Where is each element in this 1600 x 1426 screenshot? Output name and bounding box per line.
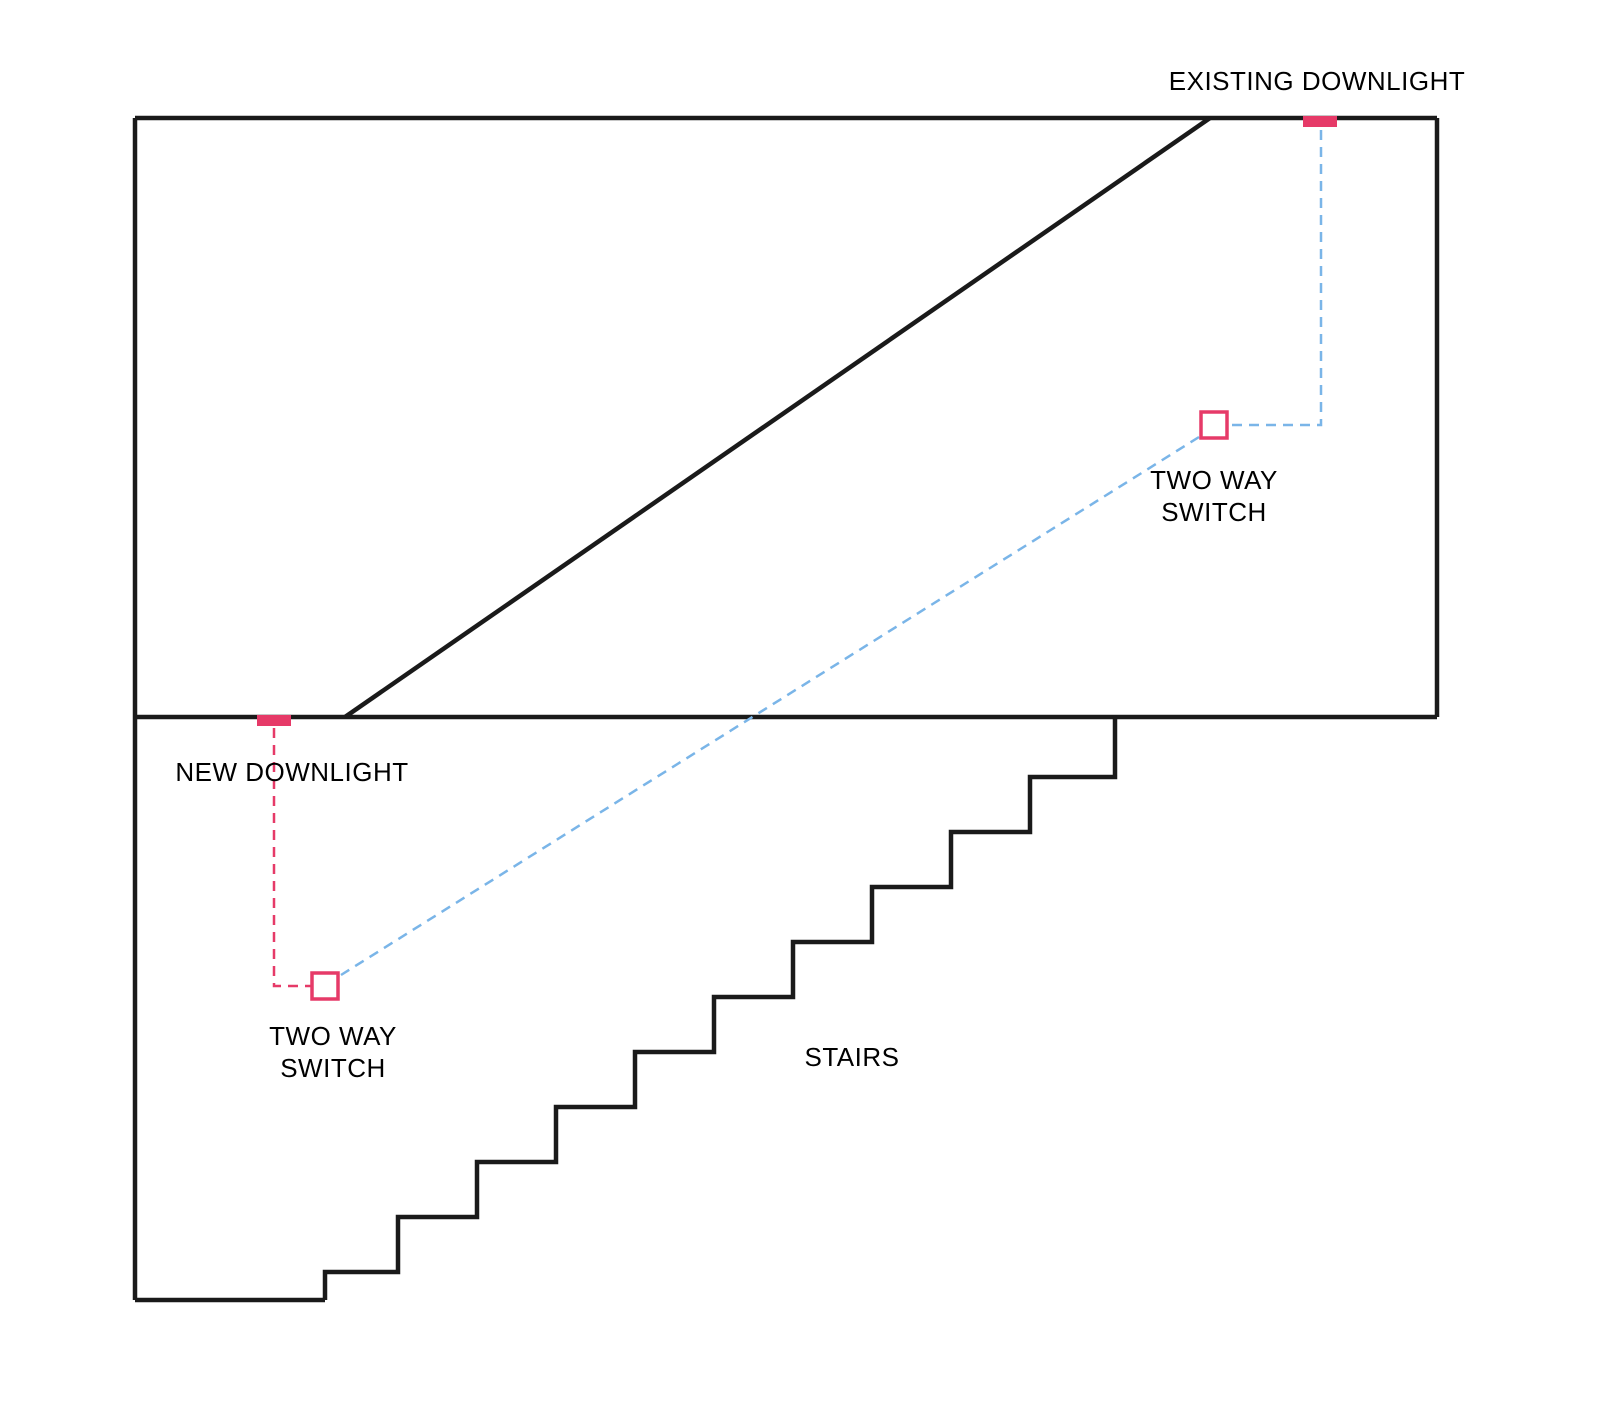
upper-switch-label-line2: SWITCH: [1161, 497, 1267, 527]
wire-existing-downlight-to-upper-switch: [1228, 130, 1323, 427]
new-downlight-label: NEW DOWNLIGHT: [175, 757, 408, 787]
stairs-label: STAIRS: [805, 1042, 900, 1072]
lower-two-way-switch: [310, 971, 340, 1001]
stairs-outline: [322, 717, 1118, 1300]
fittings: [257, 116, 1337, 1001]
lower-switch-label-line1: TWO WAY: [269, 1021, 397, 1051]
new-downlight-marker: [257, 715, 291, 726]
wire-upper-switch-to-lower-switch: [340, 435, 1200, 977]
existing-downlight-marker: [1303, 116, 1337, 127]
existing-downlight-label: EXISTING DOWNLIGHT: [1169, 66, 1465, 96]
upper-two-way-switch: [1199, 410, 1229, 440]
wire-new-downlight-to-lower-switch: [272, 728, 311, 988]
wiring: [272, 130, 1323, 988]
sloped-ceiling-line: [343, 116, 1212, 719]
lower-switch-label-line2: SWITCH: [280, 1053, 386, 1083]
labels: EXISTING DOWNLIGHT NEW DOWNLIGHT TWO WAY…: [175, 66, 1465, 1083]
upper-switch-label-line1: TWO WAY: [1150, 465, 1278, 495]
room-outline: [132, 115, 1440, 1303]
